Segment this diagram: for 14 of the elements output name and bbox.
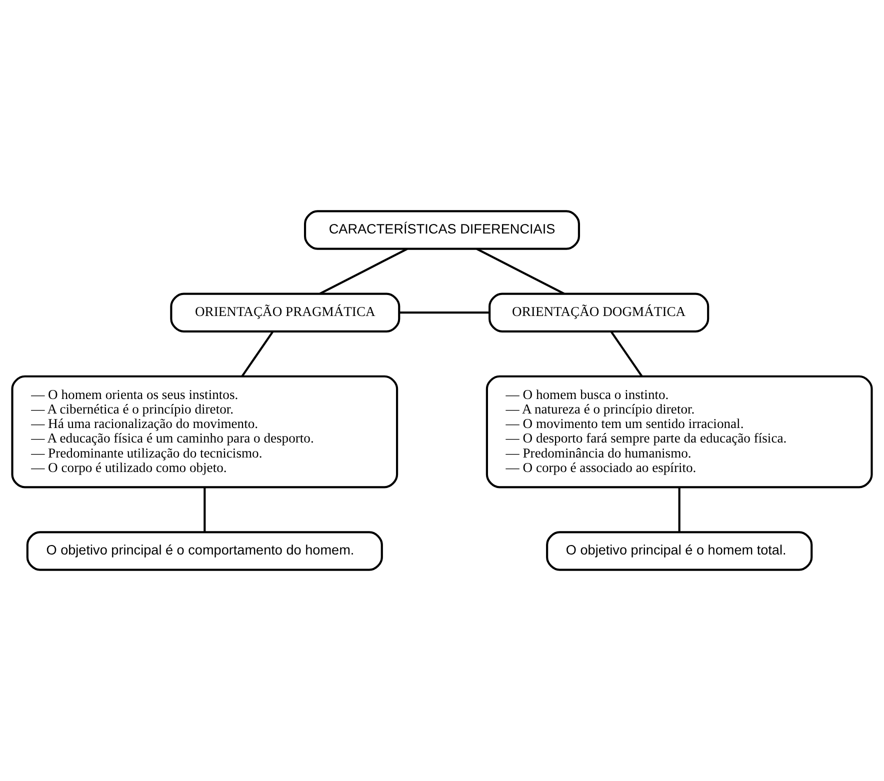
node-box: — O homem orienta os seus instintos. — A cibernética é o princípio diretor. — Há uma racionalização do movimento. — A educação física é um caminho para o desporto. — Predominante utilização do tecnicismo. — O corpo é utilizado como objeto. (11, 375, 398, 488)
connector (204, 487, 206, 532)
connector (678, 487, 680, 532)
node-box: CARACTERÍSTICAS DIFERENCIAIS (304, 210, 580, 250)
node-box: O objetivo principal é o homem total. (546, 531, 813, 571)
node-box: ORIENTAÇÃO PRAGMÁTICA (170, 292, 400, 332)
connector (399, 312, 490, 314)
connector (476, 248, 565, 295)
connector (241, 330, 274, 377)
connector (610, 330, 643, 377)
node-box: ORIENTAÇÃO DOGMÁTICA (488, 292, 710, 332)
node-box: O objetivo principal é o comportamento do homem. (26, 531, 383, 571)
node-box: — O homem busca o instinto. — A natureza é o princípio diretor. — O movimento tem um sentido irracional. — O desporto fará sempre parte da educação física. — Predominância do humanismo. — O corpo é associado ao espírito. (486, 375, 873, 488)
connector (319, 248, 408, 295)
